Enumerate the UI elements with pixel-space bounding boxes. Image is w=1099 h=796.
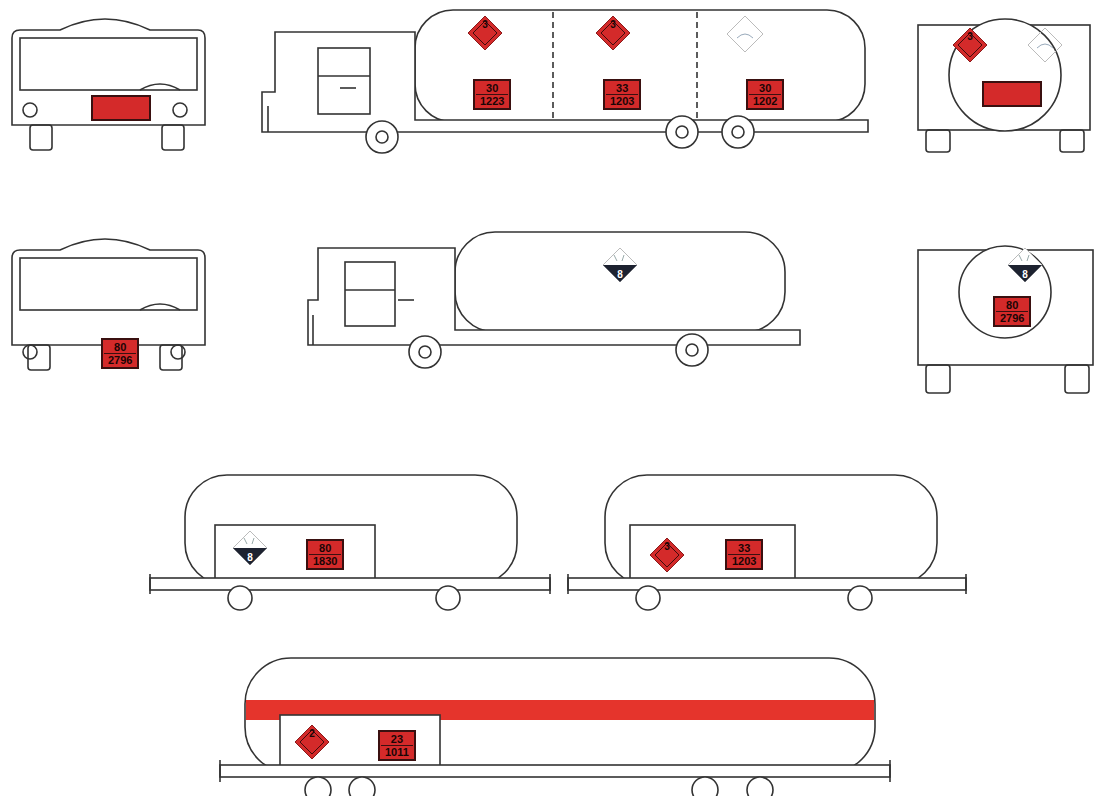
danger-label: 2 xyxy=(294,724,330,760)
hazard-plate: 231011 xyxy=(378,730,416,761)
danger-label: 3 xyxy=(595,15,631,51)
un-number: 1203 xyxy=(730,555,758,567)
class-number: 8 xyxy=(1007,269,1043,280)
hazard-number: 30 xyxy=(749,82,781,95)
class-number: 3 xyxy=(467,19,503,30)
hazard-number: 80 xyxy=(996,299,1028,312)
hazard-plate: 331203 xyxy=(603,79,641,110)
un-number: 1202 xyxy=(751,95,779,107)
corrosive-label: 8 xyxy=(1007,247,1043,283)
hazard-number: 30 xyxy=(476,82,508,95)
class-number: 3 xyxy=(649,541,685,552)
hazard-plate: 301223 xyxy=(473,79,511,110)
corrosive-label: 8 xyxy=(232,530,268,566)
hazard-number: 80 xyxy=(309,542,341,555)
class-number: 3 xyxy=(595,19,631,30)
danger-label: 3 xyxy=(467,15,503,51)
class-number: 3 xyxy=(952,31,988,42)
hazard-plate: 801830 xyxy=(306,539,344,570)
hazard-number: 80 xyxy=(104,341,136,354)
hazard-plate: 301202 xyxy=(746,79,784,110)
class-number: 8 xyxy=(232,552,268,563)
hazard-plate: 802796 xyxy=(993,296,1031,327)
un-number: 1011 xyxy=(383,746,411,758)
class-number: 8 xyxy=(602,269,638,280)
danger-label: 3 xyxy=(952,27,988,63)
danger-label: 3 xyxy=(649,537,685,573)
un-number: 2796 xyxy=(998,312,1026,324)
class-number: 2 xyxy=(294,728,330,739)
un-number: 2796 xyxy=(106,354,134,366)
hazard-number: 23 xyxy=(381,733,413,746)
hazard-plate: 802796 xyxy=(101,338,139,369)
un-number: 1830 xyxy=(311,555,339,567)
hazard-number: 33 xyxy=(606,82,638,95)
hazard-plate: 331203 xyxy=(725,539,763,570)
un-number: 1223 xyxy=(478,95,506,107)
hazard-number: 33 xyxy=(728,542,760,555)
un-number: 1203 xyxy=(608,95,636,107)
corrosive-label: 8 xyxy=(602,247,638,283)
